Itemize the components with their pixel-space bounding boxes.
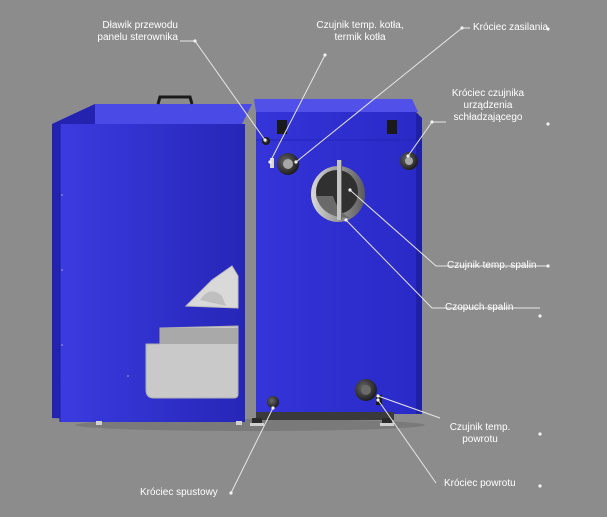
leader-dot <box>460 26 464 30</box>
label-krociec-czujnika: Króciec czujnika urządzenia schładzające… <box>440 88 536 124</box>
leader-dot <box>546 122 550 126</box>
boiler-foot <box>382 418 392 424</box>
hopper-inspection-window <box>184 265 239 309</box>
boiler-foot-pad <box>380 423 394 426</box>
leader-dot <box>546 27 550 31</box>
leader-dot <box>323 53 327 57</box>
hopper-window-detail <box>200 291 226 306</box>
leader-dot <box>546 264 550 268</box>
leader-dot <box>406 154 410 158</box>
leader-dot <box>193 39 197 43</box>
label-krociec-czujnika-line2: urządzenia <box>463 100 513 111</box>
leader-dot <box>348 188 352 192</box>
leader-dots <box>193 26 550 495</box>
label-krociec-powrotu-line1: Króciec powrotu <box>444 478 516 489</box>
flue-damper-rod-shadow <box>341 160 342 220</box>
boiler-top <box>254 99 418 112</box>
hopper-foot <box>96 421 102 425</box>
leader-dot <box>538 432 542 436</box>
label-czopuch-line1: Czopuch spalin <box>445 302 514 313</box>
return-pipe-bore <box>361 385 371 395</box>
label-czujnik-spalin-line1: Czujnik temp. spalin <box>447 260 537 271</box>
label-czujnik-kotla: Czujnik temp. kotła, termik kotła <box>300 20 420 44</box>
flue-damper-rod <box>337 160 341 220</box>
boiler-foot <box>252 418 262 424</box>
rivet-icon <box>61 194 63 196</box>
hopper-foot <box>236 421 242 425</box>
leader-dot <box>268 160 272 164</box>
hopper-top <box>52 104 252 124</box>
leader-dot <box>229 491 233 495</box>
label-czujnik-spalin: Czujnik temp. spalin <box>447 260 536 272</box>
label-dlawik-line1: Dławik przewodu <box>102 20 178 31</box>
leader-dot <box>344 218 348 222</box>
boiler-sensor-icon <box>270 158 274 168</box>
leader-dot <box>294 160 298 164</box>
supply-pipe-bore <box>283 159 293 169</box>
leader-czujnik-powrotu <box>377 395 441 419</box>
fuel-hopper <box>52 95 252 425</box>
hopper-handle-icon <box>156 95 194 105</box>
hinge-icon <box>277 120 287 134</box>
leader-dot <box>430 120 434 124</box>
label-krociec-powrotu: Króciec powrotu <box>444 478 516 490</box>
label-czujnik-powrotu-line1: Czujnik temp. <box>449 422 511 433</box>
label-czopuch: Czopuch spalin <box>445 302 513 314</box>
leader-dot <box>376 398 380 402</box>
label-dlawik-line2: panelu sterownika <box>97 32 178 43</box>
label-krociec-czujnika-line1: Króciec czujnika <box>451 88 525 99</box>
label-krociec-zasilania-line1: Króciec zasilania <box>473 22 549 33</box>
boiler-body <box>250 99 422 426</box>
label-krociec-spustowy: Króciec spustowy <box>140 487 218 499</box>
leader-dot <box>376 394 380 398</box>
leader-czujnik-kotla <box>269 54 326 163</box>
leader-czopuch <box>345 219 540 309</box>
label-czujnik-powrotu: Czujnik temp. powrotu <box>440 422 520 446</box>
label-krociec-zasilania: Króciec zasilania <box>473 22 548 34</box>
cooling-sensor-bore <box>405 157 413 165</box>
rivet-icon <box>61 269 63 271</box>
leader-dot <box>263 138 267 142</box>
hinge-icon <box>387 120 397 134</box>
boiler-foot-pad <box>250 423 264 426</box>
leader-krociec-powrotu <box>377 399 437 484</box>
label-czujnik-powrotu-line2: powrotu <box>462 434 498 445</box>
leader-dot <box>538 314 542 318</box>
label-dlawik: Dławik przewodu panelu sterownika <box>60 20 178 44</box>
label-krociec-czujnika-line3: schładzającego <box>453 112 523 123</box>
leader-dot <box>538 484 542 488</box>
leader-krociec-spustowy <box>230 407 274 494</box>
label-czujnik-kotla-line1: Czujnik temp. kotła, <box>316 20 404 31</box>
rivet-icon <box>127 375 129 377</box>
label-krociec-spustowy-line1: Króciec spustowy <box>140 487 218 498</box>
drain-pipe <box>267 396 279 408</box>
rivet-icon <box>61 344 63 346</box>
label-czujnik-kotla-line2: termik kotła <box>334 32 386 43</box>
boiler-side-bevel <box>416 112 422 414</box>
boiler-plinth <box>256 412 394 420</box>
hopper-lower-lip <box>160 328 238 344</box>
leader-dot <box>271 406 275 410</box>
leader-czujnik-spalin <box>349 189 548 267</box>
